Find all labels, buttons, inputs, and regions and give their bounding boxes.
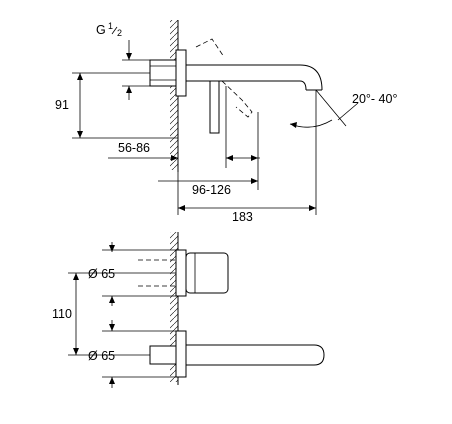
angle-label: 20°- 40° [352,92,397,106]
spout-pipe [186,64,323,91]
lever-dashed-position [195,38,225,58]
spout-stub [149,345,177,365]
thread-denominator: 2 [117,28,122,38]
lever-handle [209,80,220,134]
wall-front-hatch [170,232,178,382]
thread-numerator: 1 [108,21,113,31]
thread-label: G [96,23,106,37]
handle-body [185,252,229,294]
dim-96-126-label: 96-126 [192,183,231,197]
dim-91-label: 91 [55,98,69,112]
upper-escutcheon [175,249,187,297]
dia-top-label: Ø 65 [88,267,115,281]
lower-escutcheon [175,330,187,378]
escutcheon-plate [175,49,187,97]
wall-side-hatch [170,20,178,170]
side-view: G 1 2 91 56-86 96-126 [55,20,397,224]
valve-body [149,59,177,87]
angle-leader [337,102,359,121]
spout-front [186,344,325,366]
front-view: Ø 65 110 Ø 65 [52,232,325,388]
dim-183-label: 183 [232,210,253,224]
dia-bottom-label: Ø 65 [88,349,115,363]
dim-56-86-label: 56-86 [118,141,150,155]
dim-110-label: 110 [52,307,72,321]
